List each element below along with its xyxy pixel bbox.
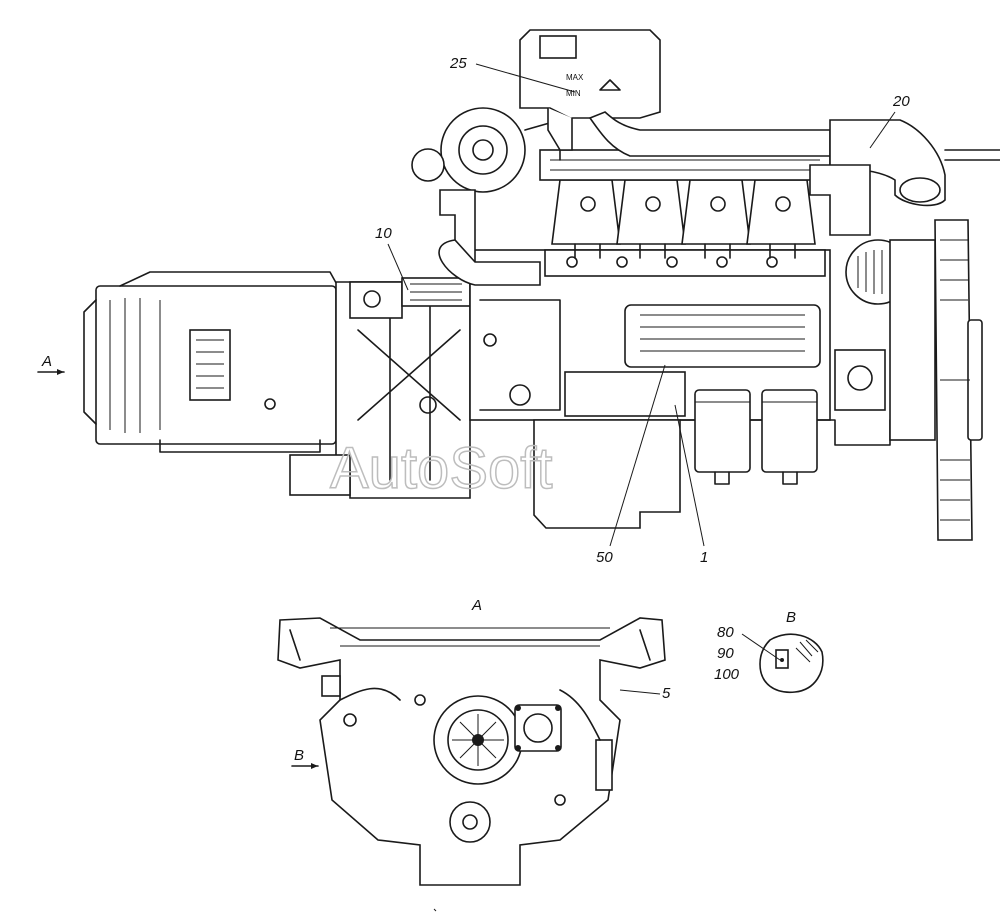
expansion-tank: MAX MIN	[519, 29, 661, 151]
callout-80-label: 80	[717, 624, 734, 641]
engine-side-view: MAX MIN	[37, 29, 1000, 566]
fuel-filters	[694, 389, 818, 485]
callout-25: 25	[449, 55, 576, 93]
callout-1-label: 1	[700, 549, 708, 566]
callout-50-label: 50	[596, 549, 613, 566]
view-b-arrow: B	[291, 747, 319, 769]
cooling-fan	[889, 219, 983, 541]
callout-25-label: 25	[449, 55, 467, 72]
view-a-arrow: A	[37, 353, 65, 375]
watermark: AutoSoft	[330, 436, 552, 501]
callout-50: 50	[596, 364, 666, 566]
cylinder-heads	[539, 149, 831, 259]
callout-10-label: 10	[375, 225, 392, 242]
callout-20: 20	[869, 93, 910, 149]
callout-5: 5	[619, 685, 671, 702]
view-b-arrow-label: B	[294, 747, 304, 764]
tank-max-mark: MAX	[566, 73, 584, 82]
callout-1: 1	[674, 404, 708, 566]
view-a-front: A B 5	[277, 597, 671, 886]
callout-100-label: 100	[714, 666, 740, 683]
engine-block	[469, 249, 891, 529]
view-b-detail: B 80 90 100	[714, 609, 824, 693]
air-intake-pipe	[588, 111, 1000, 236]
view-a-arrow-label: A	[41, 353, 52, 370]
clutch-housing	[289, 277, 471, 499]
callout-80-90-100: 80 90 100	[714, 624, 781, 683]
view-b-title: B	[786, 609, 796, 626]
registration-mark	[433, 908, 437, 912]
tank-min-mark: MIN	[566, 89, 581, 98]
callout-10: 10	[375, 225, 409, 291]
gearbox	[83, 271, 341, 453]
callout-20-label: 20	[892, 93, 910, 110]
callout-90-label: 90	[717, 645, 734, 662]
view-a-title: A	[471, 597, 482, 614]
callout-5-label: 5	[662, 685, 671, 702]
turbocharger	[411, 107, 561, 286]
